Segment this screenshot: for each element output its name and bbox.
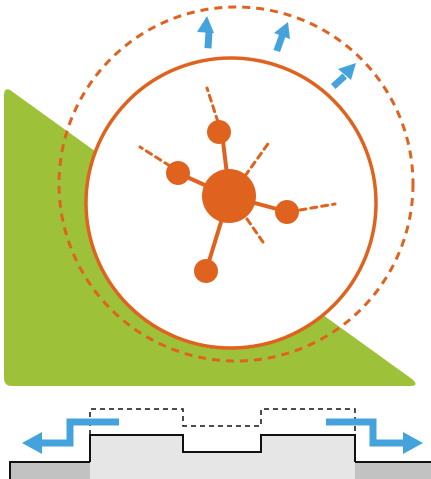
branch-upper-right [243, 139, 272, 178]
central-node [202, 169, 256, 223]
outward-arrows [197, 16, 356, 89]
profile-diagram [9, 408, 431, 479]
node-right [275, 200, 299, 224]
node-bottom [194, 259, 218, 283]
profile-base-strip [10, 462, 431, 479]
network-dashed-branches [138, 86, 337, 247]
profile-dashed-line [89, 408, 356, 435]
side-arrows [38, 418, 405, 447]
right-arrow-head [403, 432, 423, 454]
right-stepped-arrow-line [326, 418, 405, 447]
node-left [166, 161, 190, 185]
profile-solid-line [89, 434, 356, 462]
branch-right [298, 202, 337, 212]
outward-arrow-3 [331, 63, 356, 89]
profile-raised-fill [90, 435, 355, 479]
branch-left [138, 145, 172, 168]
outward-arrow-2 [273, 22, 290, 52]
branch-top [205, 86, 220, 124]
outward-arrow-1 [197, 16, 214, 49]
left-stepped-arrow-line [38, 418, 119, 447]
node-top [207, 120, 231, 144]
branch-lower-right [245, 217, 267, 247]
expanded-boundary-dashed-circle [57, 5, 415, 363]
network-nodes [166, 120, 299, 283]
left-arrow-head [22, 432, 42, 454]
profile-base-outline [9, 461, 431, 479]
